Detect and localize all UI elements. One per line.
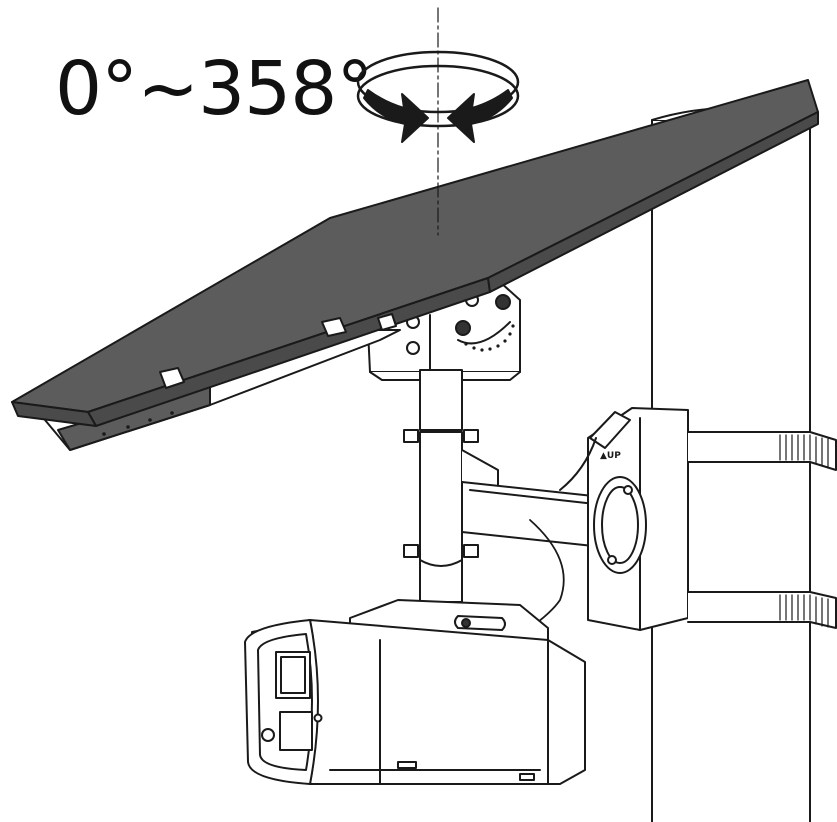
junction-box-ports [102,411,174,436]
camera-body [244,599,586,785]
pole-strap-lower [687,591,837,629]
solar-panel [11,79,819,451]
panel-mount-bracket [367,281,521,381]
angle-scale-dots [464,324,515,352]
tube-clamp-bolts [403,429,479,558]
pole-strap-upper [687,431,837,471]
rotation-range-label: 0°~358° [55,46,373,132]
pole-bracket-plate: ▲UP [559,407,689,631]
rotation-arrow-icon [356,50,520,143]
camera-cable [529,519,565,629]
bracket-up-marking: ▲UP [600,451,621,461]
